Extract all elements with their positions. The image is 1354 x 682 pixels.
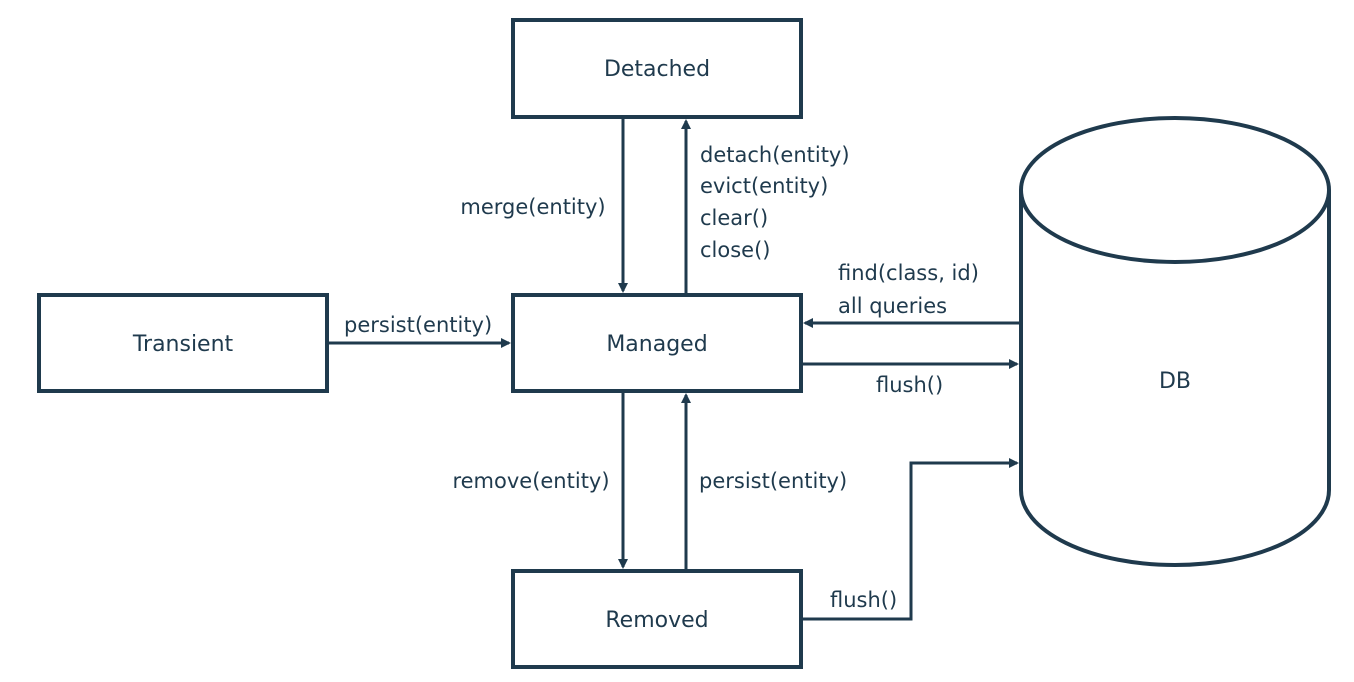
removed-state: Removed [511,569,803,669]
detach-label-line: evict(entity) [700,174,828,198]
managed-state: Managed [511,293,803,393]
find-labels: find(class, id) all queries [838,261,979,318]
merge-label: merge(entity) [460,195,605,219]
detached-state: Detached [511,18,803,119]
remove-label: remove(entity) [452,469,609,493]
persist-removed-label: persist(entity) [699,469,847,493]
detached-state-label: Detached [604,57,710,82]
transient-state: Transient [37,293,329,393]
persist-transient-label: persist(entity) [344,313,492,337]
flush-removed-arrow [803,458,1019,621]
detach-labels: detach(entity) evict(entity) clear() clo… [700,143,850,262]
removed-state-label: Removed [605,608,708,633]
managed-state-label: Managed [606,332,707,357]
find-label-line: all queries [838,294,947,318]
detach-label-line: detach(entity) [700,143,850,167]
find-label-line: find(class, id) [838,261,979,285]
flush-removed-label: flush() [830,588,897,612]
transient-state-label: Transient [132,332,234,357]
database-label: DB [1159,369,1191,394]
detach-label-line: clear() [700,206,768,230]
database-cylinder: DB [1018,116,1331,567]
flush-managed-label: flush() [876,373,943,397]
detach-label-line: close() [700,238,770,262]
